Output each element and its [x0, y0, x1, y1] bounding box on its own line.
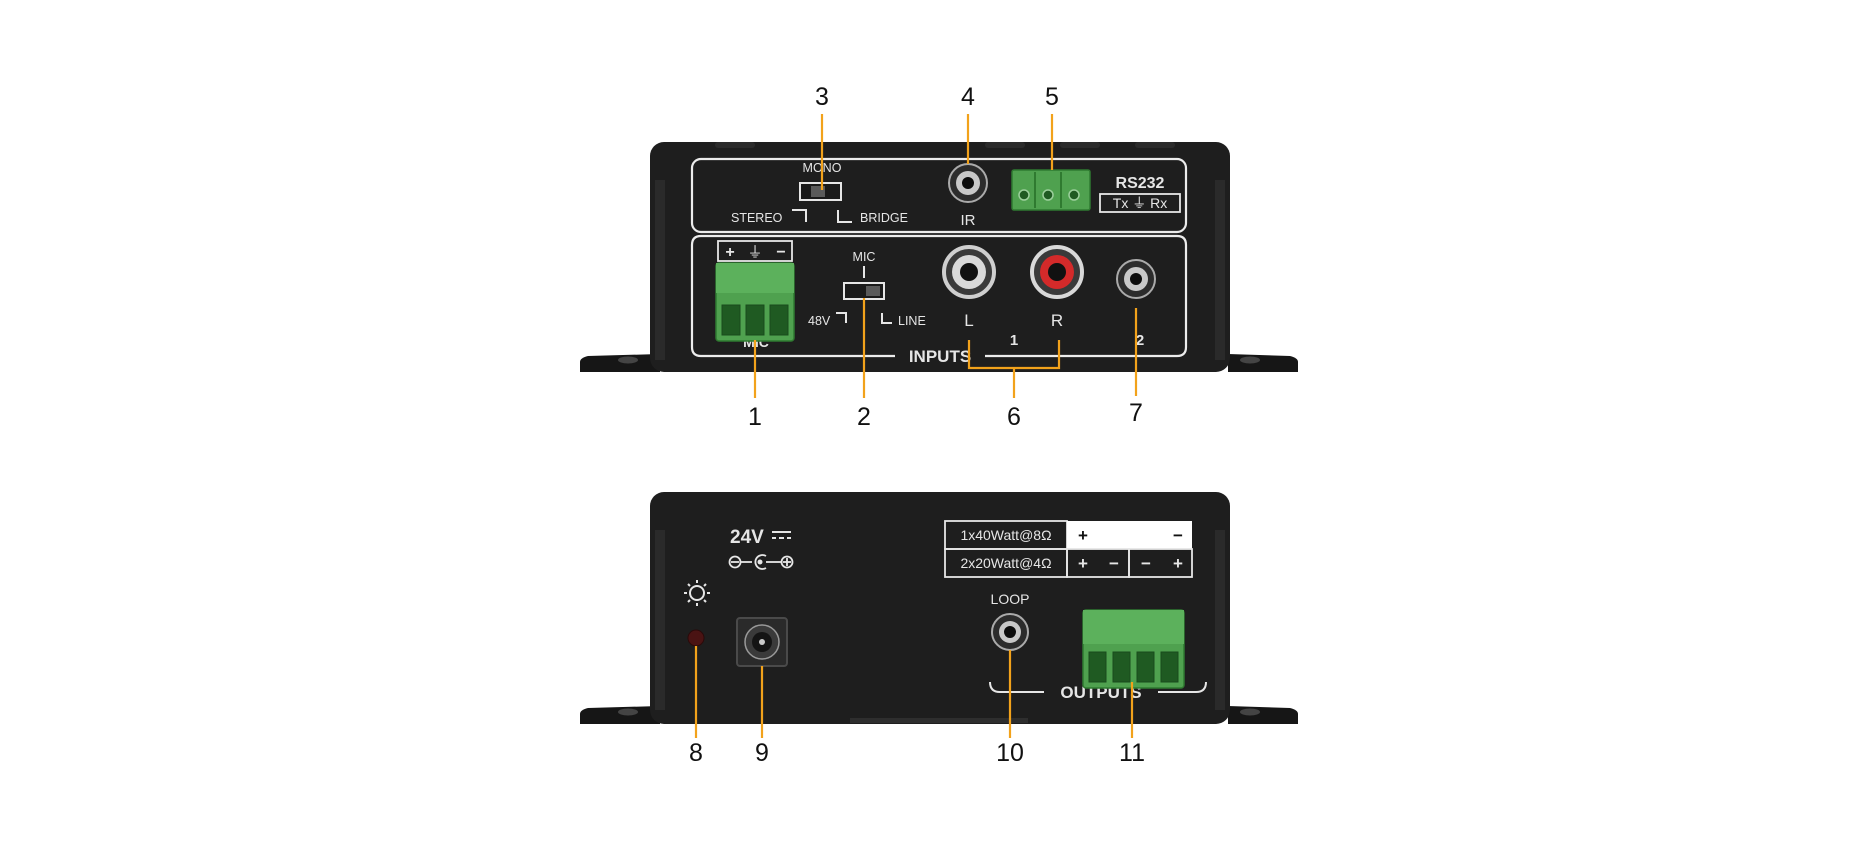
bottom-chassis-rail-left: [655, 530, 665, 710]
top-device: MONO STEREO BRIDGE IR RS232 Tx ⏚ Rx INPU…: [580, 142, 1298, 372]
input1-label: 1: [1010, 332, 1018, 349]
bottom-chassis-rail-right: [1215, 530, 1225, 710]
input2-label: 2: [1136, 332, 1144, 349]
power-led-sun-icon: [684, 580, 710, 606]
callout-11: 11: [1119, 739, 1145, 767]
spec-row2-sign: +: [1078, 554, 1088, 573]
callout-10: 10: [996, 739, 1024, 767]
bottom-left-foot: [580, 706, 660, 724]
line-bracket: [881, 313, 892, 324]
mic-line-switch-knob: [866, 286, 880, 296]
inputs-panel: [690, 234, 1188, 358]
mic-terminal-slot: [769, 304, 789, 336]
speaker-terminal-slot: [1160, 651, 1179, 683]
stereo-bracket: [792, 209, 807, 222]
ir-label: IR: [961, 212, 976, 229]
callout-5: 5: [1045, 83, 1059, 111]
rs232-pins-label: Tx ⏚ Rx: [1113, 195, 1167, 211]
rs232-screw: [1042, 189, 1054, 201]
rs232-screw: [1018, 189, 1030, 201]
mic-pins-box: [717, 240, 793, 262]
bottom-device: 24V: [580, 492, 1298, 724]
rs232-screw: [1068, 189, 1080, 201]
mic-pin-minus: −: [776, 244, 785, 261]
rs232-terminal-divider: [1034, 172, 1036, 208]
callout-3: 3: [815, 83, 829, 111]
speaker-terminal-slot: [1136, 651, 1155, 683]
callout-8: 8: [689, 739, 703, 767]
bridge-bracket: [837, 210, 852, 223]
top-chassis-rail-right: [1215, 180, 1225, 360]
ir-jack-hole: [962, 177, 974, 189]
line-label: LINE: [898, 314, 926, 328]
mic-terminal-slot: [721, 304, 741, 336]
phantom-label: 48V: [808, 314, 831, 328]
spec-row2-label: 2x20Watt@4Ω: [960, 555, 1051, 571]
top-chassis-rail-left: [655, 180, 665, 360]
callout-1: 1: [748, 403, 762, 431]
bottom-right-foot: [1228, 706, 1298, 724]
phantom-bracket: [836, 312, 847, 323]
callout-9: 9: [755, 739, 769, 767]
callout-2: 2: [857, 403, 871, 431]
spec-row2-sign: +: [1173, 554, 1183, 573]
rs232-pins-box: [1099, 193, 1181, 213]
callout-4: 4: [961, 83, 975, 111]
loop-jack-hole: [1004, 626, 1016, 638]
bottom-left-foot-hole: [618, 708, 638, 716]
top-left-foot-hole: [618, 356, 638, 364]
callout-7: 7: [1129, 399, 1143, 427]
stereo-label: STEREO: [731, 211, 783, 225]
power-label: 24V: [730, 527, 764, 548]
mic-switch-top-label: MIC: [853, 250, 876, 264]
spec-row1-plus: +: [1078, 526, 1088, 545]
top-left-foot: [580, 354, 660, 372]
dc-jack-pin: [759, 639, 765, 645]
top-rib: [715, 142, 755, 148]
power-led: [687, 629, 705, 647]
bridge-label: BRIDGE: [860, 211, 908, 225]
spec-row1-label: 1x40Watt@8Ω: [960, 527, 1051, 543]
callout-leaders: [694, 114, 1138, 738]
top-upper-panel: [690, 157, 1188, 234]
speaker-terminal-top: [1083, 610, 1184, 644]
outputs-bracket-right: [1158, 681, 1207, 693]
dc-symbol-icon: [772, 531, 791, 539]
left-label: L: [964, 311, 973, 330]
rs232-terminal-divider: [1060, 172, 1062, 208]
bottom-vent: [850, 718, 1028, 723]
callout-6: 6: [1007, 403, 1021, 431]
loop-label: LOOP: [991, 591, 1030, 607]
callout-numbers: 1 2 3 4 5 6 7 8 9 10 11: [689, 83, 1145, 767]
top-rib: [1135, 142, 1175, 148]
spec-row1-signs-cell: [1067, 521, 1192, 549]
right-label: R: [1051, 311, 1063, 330]
rs232-label: RS232: [1116, 175, 1165, 192]
spec-row2-ch2-cell: [1128, 548, 1193, 578]
top-right-foot-hole: [1240, 356, 1260, 364]
spec-row1-minus: −: [1173, 526, 1183, 545]
top-rib: [1060, 142, 1100, 148]
outputs-bracket-left: [989, 681, 1044, 693]
rca-left-hole: [960, 263, 978, 281]
spec-row2-sign: −: [1109, 554, 1119, 573]
mode-switch-knob: [811, 186, 825, 197]
polarity-icon: [728, 554, 794, 570]
inputs-label: INPUTS: [909, 347, 971, 366]
top-right-foot: [1228, 354, 1298, 372]
mic-terminal-top: [716, 263, 794, 293]
mic-pin-plus: +: [725, 244, 734, 261]
speaker-terminal-slot: [1088, 651, 1107, 683]
speaker-terminal-slot: [1112, 651, 1131, 683]
spec-row2-sign: −: [1141, 554, 1151, 573]
top-rib: [985, 142, 1025, 148]
bottom-right-foot-hole: [1240, 708, 1260, 716]
mic-terminal-slot: [745, 304, 765, 336]
mic-pin-ground: ⏚: [747, 244, 762, 261]
rca-right-hole: [1048, 263, 1066, 281]
aux-input-hole: [1130, 273, 1142, 285]
